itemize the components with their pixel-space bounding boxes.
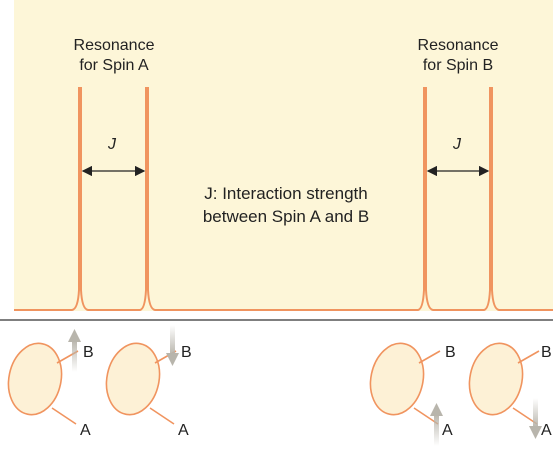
j-description-line2: between Spin A and B: [202, 207, 370, 226]
molecule-3-label-b: B: [445, 344, 456, 361]
molecule-1: [7, 329, 81, 425]
peak-a-label-line2: for Spin A: [79, 57, 149, 74]
peak-b-label-line1: Resonance: [417, 37, 499, 54]
molecule-1-label-b: B: [83, 344, 94, 361]
molecule-3-bond-b: [418, 350, 441, 364]
molecule-3: [369, 342, 443, 446]
molecule-4-label-a: A: [541, 422, 552, 439]
peak-b-label: Resonance for Spin B: [388, 36, 528, 76]
molecule-4-label-b: B: [541, 344, 552, 361]
j-symbol-right: J: [453, 136, 461, 153]
spin-down-arrow-icon: [166, 325, 179, 366]
spin-up-arrow-icon: [430, 403, 443, 446]
molecule-2-bond-a: [149, 407, 175, 425]
molecule-2-label-a: A: [178, 422, 189, 439]
peak-a-label: Resonance for Spin A: [44, 36, 184, 76]
spin-up-arrow-icon: [68, 329, 81, 372]
molecule-4-body: [468, 342, 524, 416]
molecule-4-bond-b: [517, 350, 540, 364]
peak-a-label-line1: Resonance: [73, 37, 155, 54]
molecule-2: [105, 325, 179, 425]
molecule-1-label-a: A: [80, 422, 91, 439]
molecule-2-label-b: B: [181, 344, 192, 361]
j-description: J: Interaction strength between Spin A a…: [166, 182, 406, 228]
peak-b-label-line2: for Spin B: [422, 57, 494, 74]
j-description-line1: J: Interaction strength: [204, 184, 368, 203]
j-symbol-left: J: [108, 136, 116, 153]
spectrum-trace: [14, 87, 553, 311]
molecule-4: [468, 342, 542, 439]
molecule-1-body: [7, 342, 63, 416]
molecule-2-body: [105, 342, 161, 416]
spin-down-arrow-icon: [529, 398, 542, 439]
molecule-3-body: [369, 342, 425, 416]
molecule-3-label-a: A: [442, 422, 453, 439]
spectrum-background: [14, 0, 553, 311]
molecule-1-bond-a: [51, 407, 77, 425]
